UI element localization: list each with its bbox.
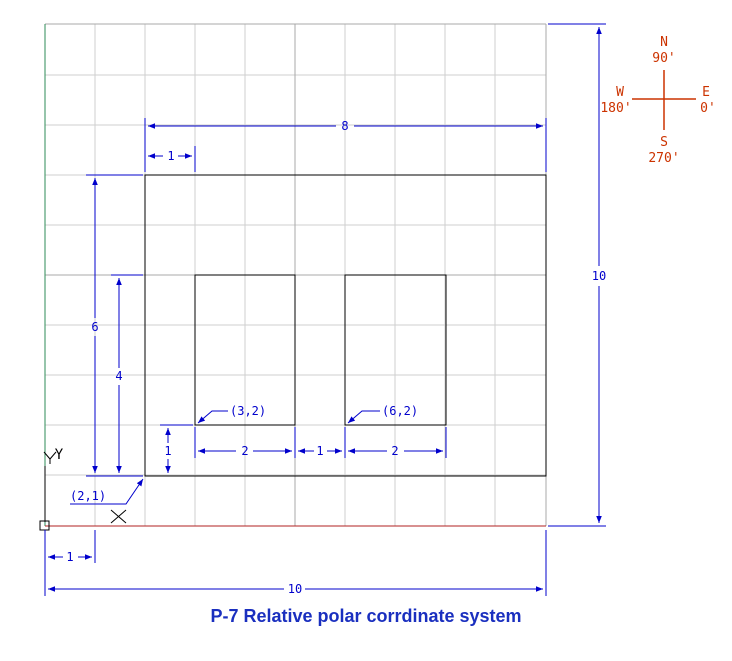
dim-left-window-width: 2 xyxy=(241,444,248,458)
point-right-window: (6,2) xyxy=(382,404,418,418)
x-axis-label: X xyxy=(115,509,124,525)
dim-outer-height: 6 xyxy=(91,320,98,334)
compass-east-angle: 0' xyxy=(700,101,716,116)
dim-inner-height: 4 xyxy=(115,369,122,383)
dim-top-width: 8 xyxy=(341,119,348,133)
dim-right-window-width: 2 xyxy=(391,444,398,458)
left-window xyxy=(194,274,296,426)
compass-north-angle: 90' xyxy=(652,51,675,66)
dim-overall-width: 10 xyxy=(288,582,302,596)
dim-bottom-offset-v: 1 xyxy=(164,444,171,458)
compass-east: E xyxy=(702,85,710,100)
dim-overall-height: 10 xyxy=(592,269,606,283)
compass-south-angle: 270' xyxy=(648,151,679,166)
right-window xyxy=(344,274,447,426)
compass-west-angle: 180' xyxy=(600,101,631,116)
point-outer-start: (2,1) xyxy=(70,489,106,503)
page-title: P-7 Relative polar corrdinate system xyxy=(210,606,522,626)
dim-top-offset: 1 xyxy=(167,149,174,163)
dim-gap: 1 xyxy=(316,444,323,458)
outer-rectangle xyxy=(144,174,547,477)
ucs-icon xyxy=(39,451,127,531)
point-left-window: (3,2) xyxy=(230,404,266,418)
compass-north: N xyxy=(660,35,668,50)
dim-bottom-offset-h: 1 xyxy=(66,550,73,564)
compass-west: W xyxy=(616,85,624,100)
y-axis-label: Y xyxy=(58,448,67,464)
compass-south: S xyxy=(660,135,668,150)
compass: N 90' W 180' E 0' S 270' xyxy=(600,35,715,166)
